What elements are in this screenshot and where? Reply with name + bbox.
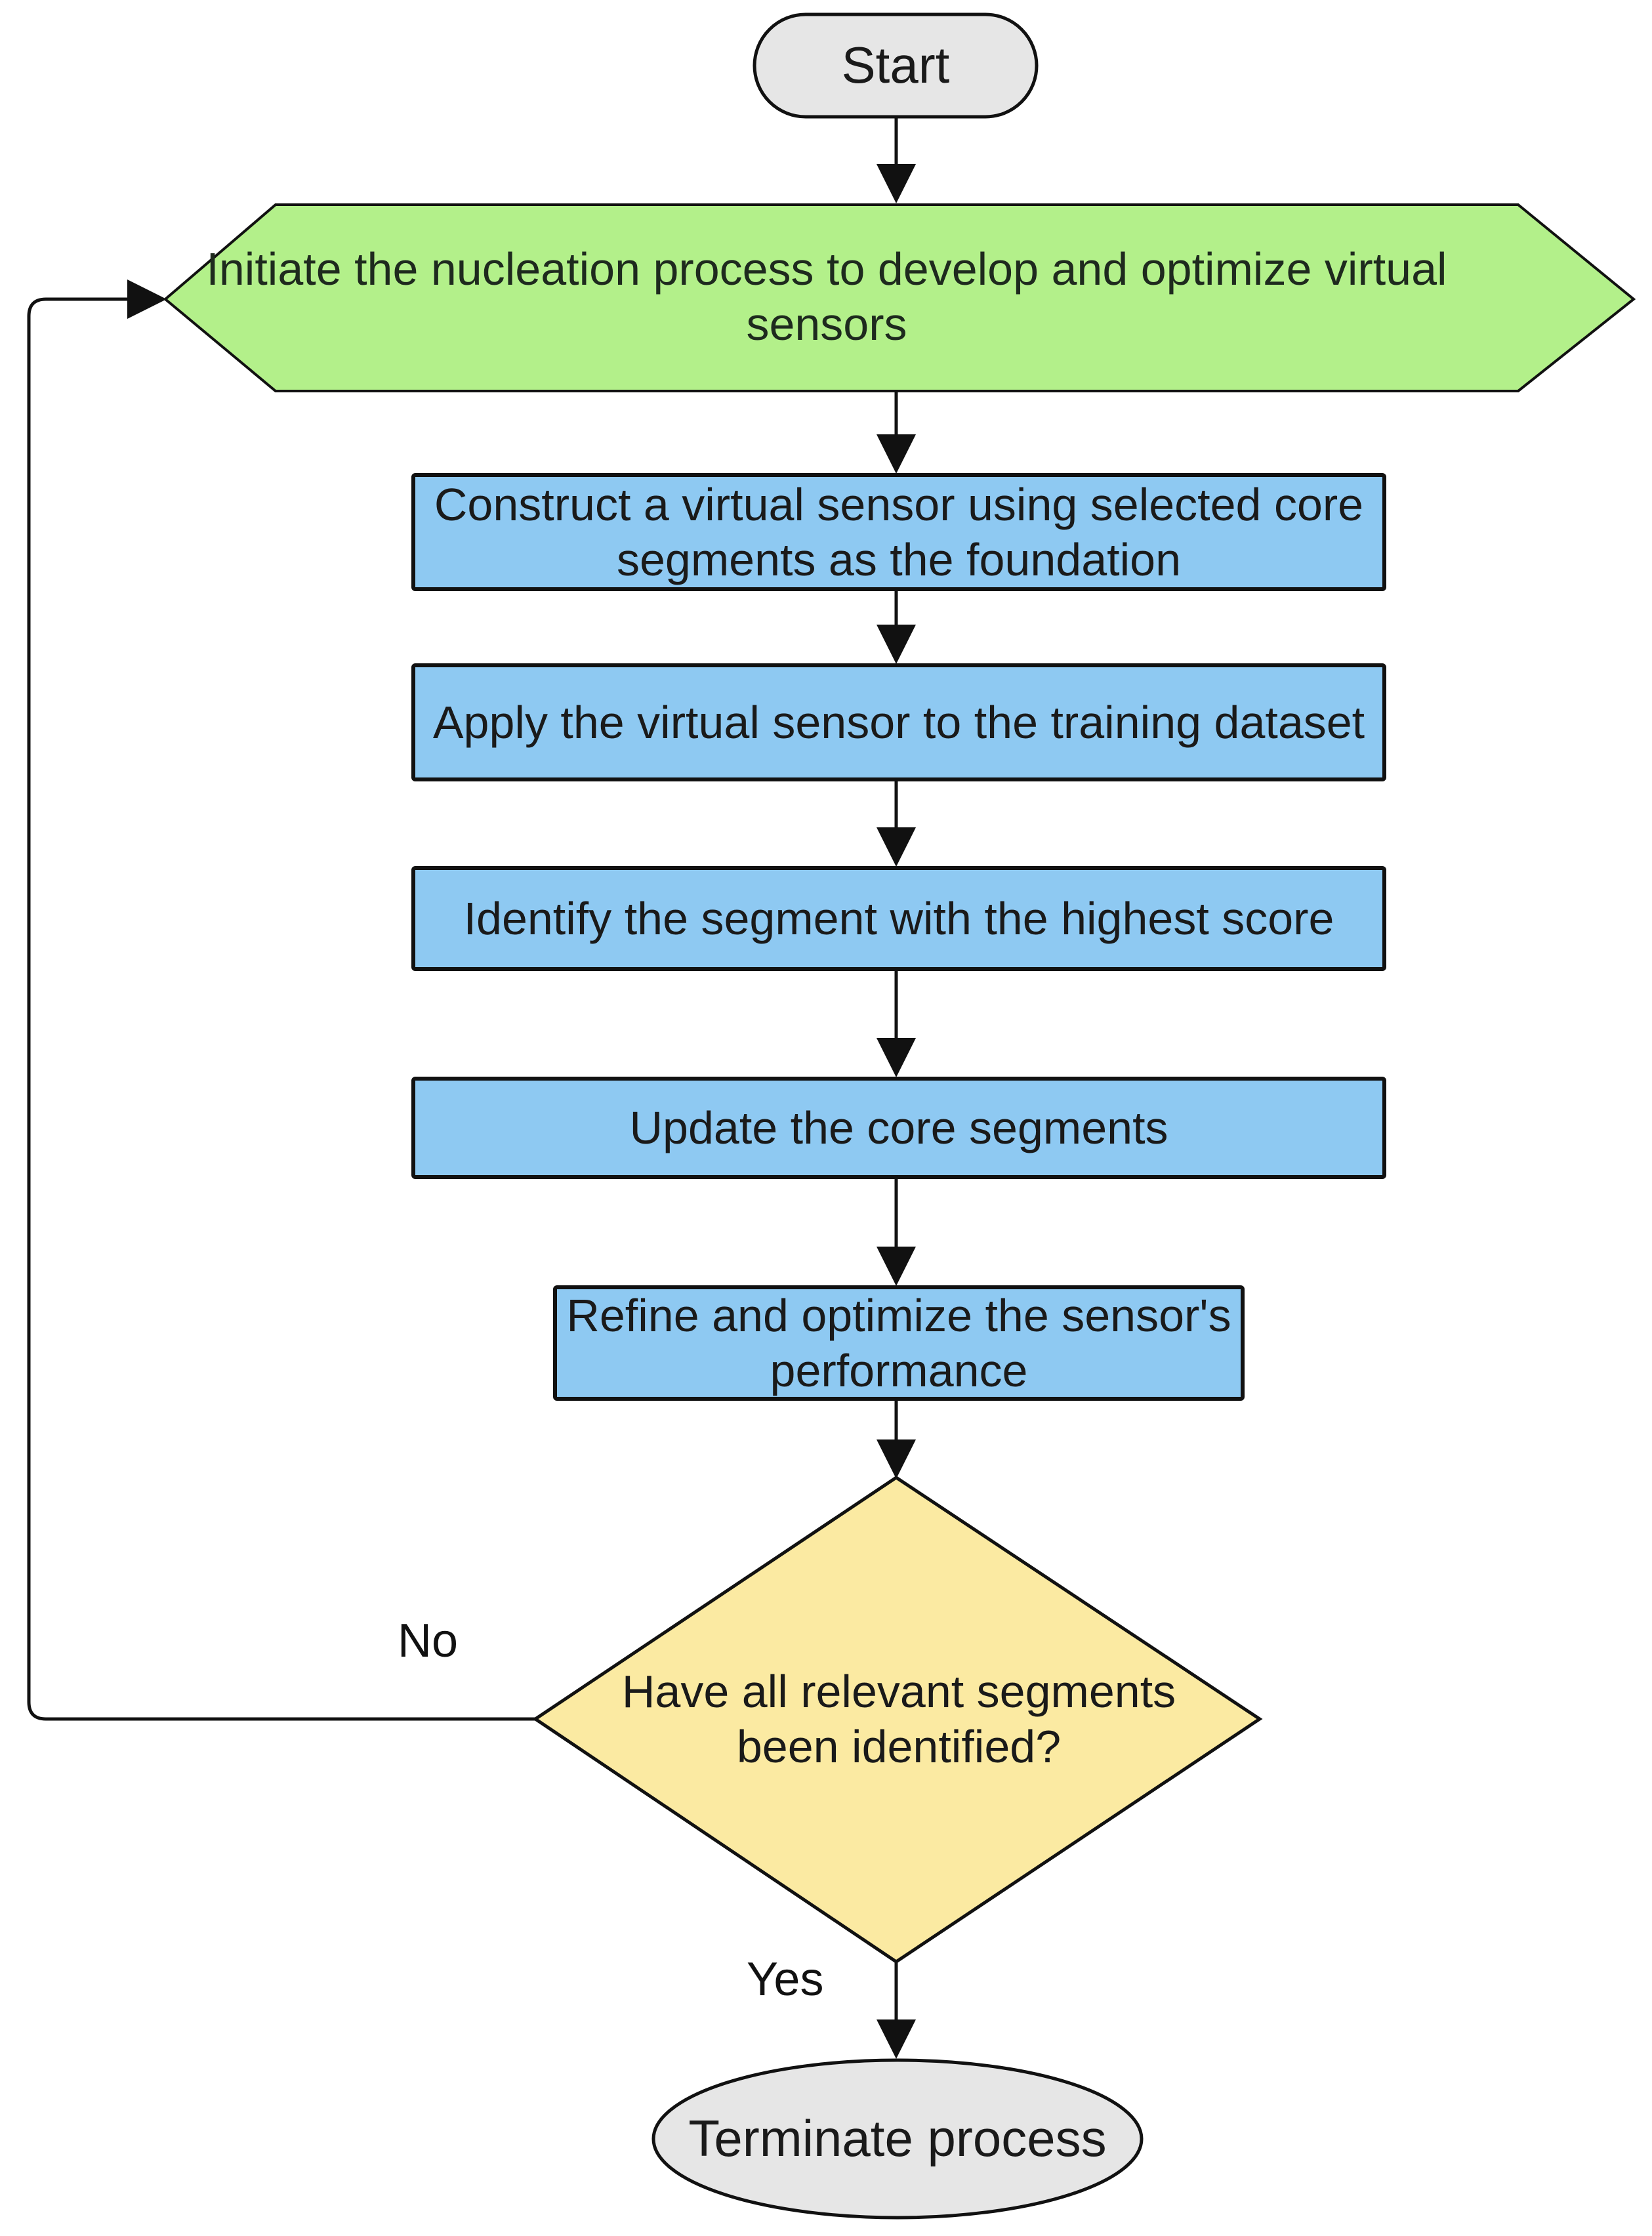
terminate-node: Terminate process — [688, 2109, 1107, 2168]
apply-process-shape — [411, 663, 1386, 781]
refine-performance-node: Refine and optimize the sensor's perform… — [566, 1290, 1231, 1396]
terminate-terminator-shape — [651, 2058, 1144, 2220]
identify-segment-node: Identify the segment with the highest sc… — [463, 893, 1334, 944]
identify-process-shape — [411, 866, 1386, 971]
initiate-nucleation-node: Initiate the nucleation process to devel… — [206, 243, 1447, 350]
start-terminator-shape — [753, 12, 1039, 119]
construct-sensor-node: Construct a virtual sensor using selecte… — [434, 479, 1364, 585]
edge-label-no: No — [398, 1615, 459, 1667]
update-process-shape — [411, 1077, 1386, 1179]
refine-process-shape — [553, 1285, 1245, 1401]
edge-decision-to-initiate-no — [27, 280, 535, 1721]
construct-process-shape — [411, 473, 1386, 591]
apply-sensor-node: Apply the virtual sensor to the training… — [432, 697, 1365, 748]
initiate-hexagon-shape — [163, 203, 1636, 392]
decision-diamond-shape — [532, 1475, 1263, 1964]
start-node: Start — [841, 36, 950, 94]
update-core-segments-node: Update the core segments — [629, 1102, 1168, 1153]
edge-label-yes: Yes — [747, 1953, 824, 2006]
decision-node: Have all relevant segments been identifi… — [621, 1666, 1176, 1772]
edges — [27, 117, 916, 2059]
